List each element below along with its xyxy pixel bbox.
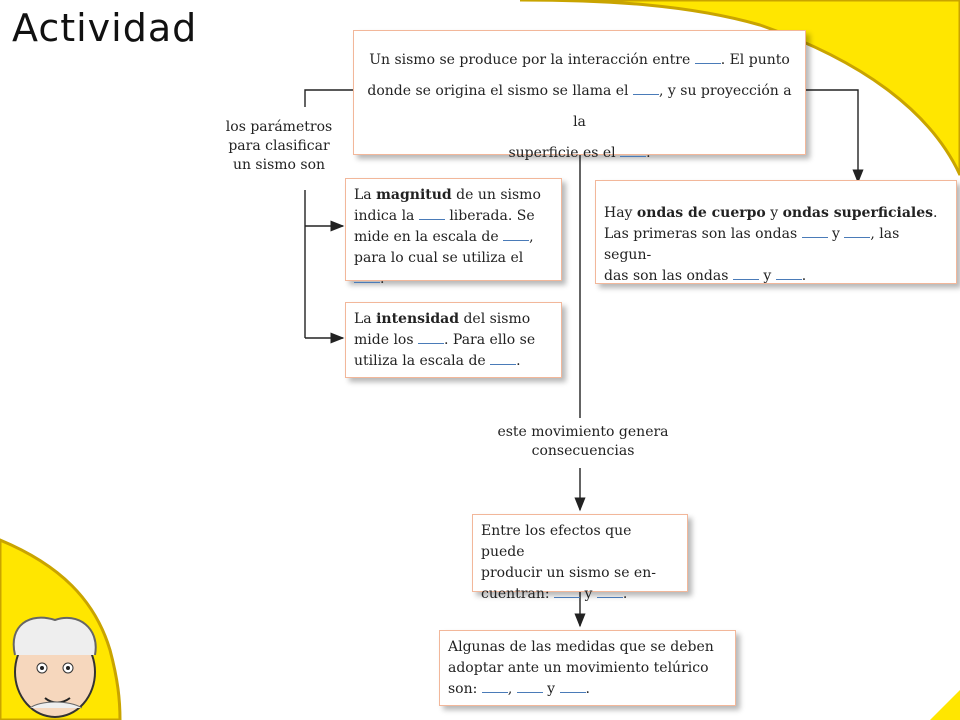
top-right-yellow-swoosh [519, 0, 960, 176]
parametros-label: los parámetros para clasificar un sismo … [225, 119, 333, 173]
intensidad-box: La intensidad del sismo mide los . Para … [345, 302, 562, 378]
main-text: . El punto [720, 52, 790, 68]
main-text: , y su proyección a la [573, 83, 792, 130]
ondas-superficiales-keyword: ondas superficiales [782, 205, 934, 221]
blank-field[interactable] [775, 269, 802, 280]
efectos-box: Entre los efectos que puede producir un … [472, 514, 688, 602]
movimiento-label: este movimiento genera consecuencias [497, 424, 669, 459]
bottom-right-yellow-strip [930, 690, 960, 720]
blank-field[interactable] [554, 587, 581, 598]
connector-main-to-ondas [805, 89, 864, 184]
main-text: superficie es el [508, 145, 616, 161]
blank-field[interactable] [354, 272, 380, 283]
main-text: donde se origina el sismo se llama el [367, 83, 629, 99]
blank-field[interactable] [418, 333, 444, 344]
blank-field[interactable] [633, 84, 659, 95]
medidas-box: Algunas de las medidas que se deben adop… [439, 630, 736, 706]
blank-field[interactable] [503, 230, 530, 241]
blank-field[interactable] [694, 53, 721, 64]
main-text: . [646, 145, 651, 161]
intensidad-keyword: intensidad [376, 311, 459, 327]
professor-face-image [12, 616, 97, 718]
blank-field[interactable] [596, 587, 623, 598]
blank-field[interactable] [516, 682, 543, 693]
blank-field[interactable] [801, 227, 828, 238]
ondas-cuerpo-keyword: ondas de cuerpo [636, 205, 766, 221]
magnitud-keyword: magnitud [376, 187, 452, 203]
blank-field[interactable] [490, 354, 517, 365]
blank-field[interactable] [732, 269, 759, 280]
blank-field[interactable] [418, 209, 445, 220]
main-concept-box: Un sismo se produce por la interacción e… [353, 30, 806, 161]
blank-field[interactable] [844, 227, 871, 238]
magnitud-box: La magnitud de un sismo indica la libera… [345, 178, 562, 287]
ondas-box: Hay ondas de cuerpo y ondas superficiale… [595, 180, 957, 284]
blank-field[interactable] [559, 682, 586, 693]
activity-title: Actividad [12, 6, 198, 50]
blank-field[interactable] [620, 146, 647, 157]
main-text: Un sismo se produce por la interacción e… [369, 52, 691, 68]
blank-field[interactable] [481, 682, 508, 693]
connector-main-to-parametros [304, 89, 353, 107]
